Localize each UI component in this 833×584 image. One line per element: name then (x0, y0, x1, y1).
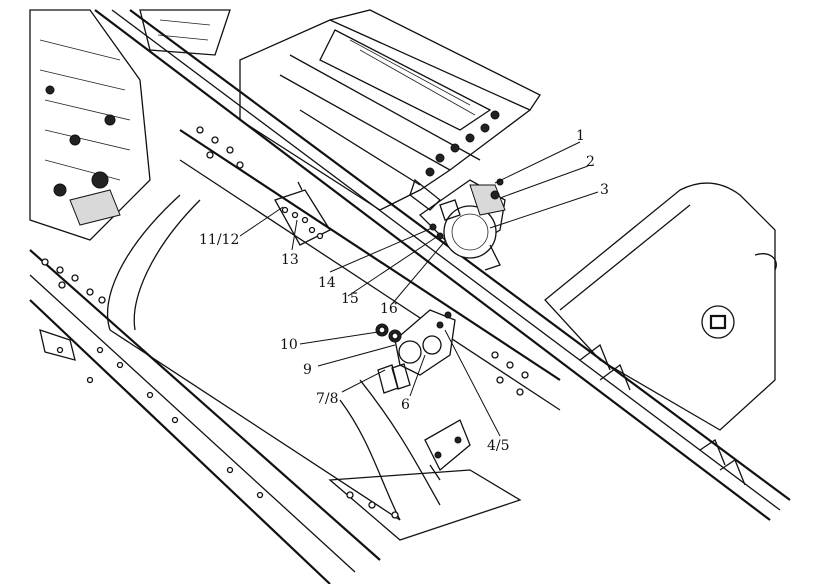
callout-4-5: 4/5 (487, 438, 510, 454)
fuel-tank (544, 182, 777, 486)
brake-valve-cluster-lower (375, 309, 456, 394)
engine-assembly (29, 9, 231, 241)
callout-11-12: 11/12 (199, 232, 239, 248)
callout-13: 13 (281, 252, 299, 268)
mounting-bracket (274, 181, 331, 246)
callout-14: 14 (318, 275, 336, 291)
callout-1: 1 (576, 128, 585, 144)
callout-10: 10 (280, 337, 298, 353)
callout-6: 6 (401, 397, 410, 413)
leader-lines (239, 141, 599, 437)
callout-3: 3 (600, 182, 609, 198)
callout-7-8: 7/8 (316, 391, 339, 407)
brake-valve-cluster-upper (418, 178, 506, 271)
callout-labels: 1 2 3 4/5 6 7/8 9 10 11/12 13 14 15 16 (199, 128, 609, 454)
battery-box (239, 9, 541, 211)
callout-9: 9 (303, 362, 312, 378)
callout-16: 16 (380, 301, 398, 317)
chassis-frame (29, 9, 791, 584)
callout-15: 15 (341, 291, 359, 307)
callout-2: 2 (586, 154, 595, 170)
lower-mount-bracket (424, 419, 471, 481)
